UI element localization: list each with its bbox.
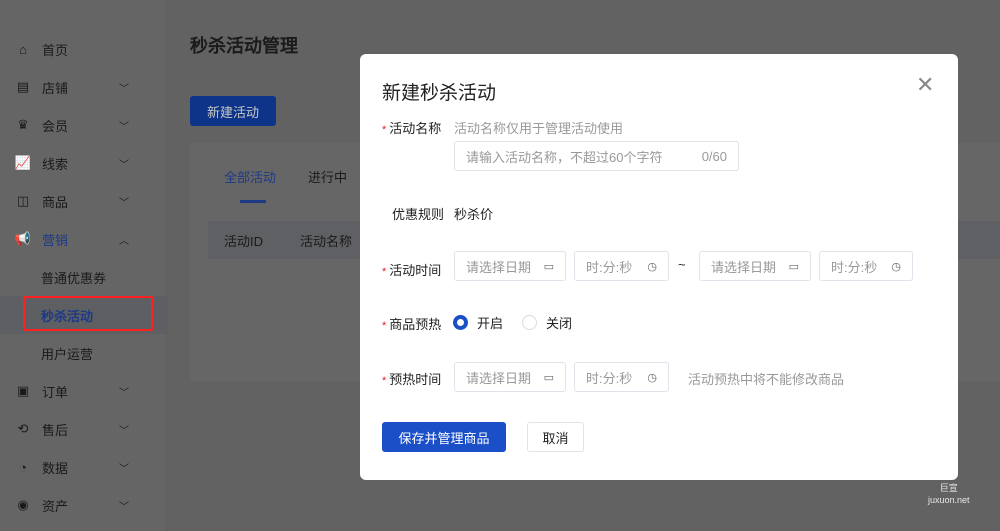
clock-icon: ◷ <box>647 260 657 273</box>
save-and-manage-button[interactable]: 保存并管理商品 <box>382 422 506 452</box>
chevron-up-icon: ︿ <box>119 235 129 247</box>
calendar-icon: ▭ <box>543 371 554 384</box>
activity-name-hint: 活动名称仅用于管理活动使用 <box>454 121 624 136</box>
new-flash-sale-dialog: 新建秒杀活动 ✕ *活动名称 活动名称仅用于管理活动使用 请输入活动名称，不超过… <box>360 54 958 480</box>
preheat-off-radio[interactable]: 关闭 <box>522 313 572 332</box>
order-icon: ▣ <box>16 383 30 398</box>
chevron-down-icon: ﹀ <box>119 83 129 95</box>
column-header: 活动名称 <box>300 233 353 249</box>
megaphone-icon: 📢 <box>14 231 32 246</box>
tab-all[interactable]: 全部活动 <box>224 170 277 185</box>
sidebar-item-leads[interactable]: 📈线索﹀ <box>14 155 129 172</box>
cancel-button[interactable]: 取消 <box>527 422 584 452</box>
preheat-time-picker[interactable]: 时:分:秒◷ <box>574 362 669 392</box>
sidebar-item-marketing[interactable]: 📢营销︿ <box>14 231 129 248</box>
dialog-title: 新建秒杀活动 <box>382 83 497 104</box>
clock-icon: ◷ <box>647 371 657 384</box>
asset-icon: ◉ <box>17 497 29 512</box>
sidebar-item-store[interactable]: ▤店铺﹀ <box>16 79 129 96</box>
clock-icon: ◷ <box>891 260 901 273</box>
activity-name-label: *活动名称 <box>382 121 442 136</box>
sidebar-item-data[interactable]: ◔数据﹀ <box>0 448 166 486</box>
preheat-time-label: *预热时间 <box>382 372 442 387</box>
page-title: 秒杀活动管理 <box>190 36 298 56</box>
activity-time-label: *活动时间 <box>382 263 442 278</box>
sidebar: ⌂首页 ▤店铺﹀ ♛会员﹀ 📈线索﹀ ◫商品﹀ 📢营销︿ 普通优惠券 秒杀活动 … <box>0 0 167 531</box>
start-date-picker[interactable]: 请选择日期▭ <box>454 251 566 281</box>
end-time-picker[interactable]: 时:分:秒◷ <box>819 251 913 281</box>
sidebar-item-order[interactable]: ▣订单﹀ <box>16 383 129 400</box>
chevron-down-icon: ﹀ <box>119 463 129 475</box>
sidebar-subitem-user-ops[interactable]: 用户运营 <box>41 346 94 362</box>
preheat-label: *商品预热 <box>382 317 442 332</box>
chart-icon: 📈 <box>14 155 32 170</box>
sidebar-item-aftersale[interactable]: ⟲售后﹀ <box>0 410 166 448</box>
preheat-date-picker[interactable]: 请选择日期▭ <box>454 362 566 392</box>
calendar-icon: ▭ <box>788 260 799 273</box>
chevron-down-icon: ﹀ <box>119 501 129 513</box>
chevron-down-icon: ﹀ <box>119 159 129 171</box>
calendar-icon: ▭ <box>543 260 554 273</box>
sidebar-item-asset[interactable]: ◉资产﹀ <box>0 486 166 524</box>
start-time-picker[interactable]: 时:分:秒◷ <box>574 251 669 281</box>
close-icon[interactable]: ✕ <box>916 72 935 97</box>
column-header: 活动ID <box>224 233 264 249</box>
end-date-picker[interactable]: 请选择日期▭ <box>699 251 811 281</box>
preheat-on-radio[interactable]: 开启 <box>453 313 503 332</box>
chevron-down-icon: ﹀ <box>119 197 129 209</box>
sidebar-item-member[interactable]: ♛会员﹀ <box>0 106 166 144</box>
chevron-down-icon: ﹀ <box>119 121 129 133</box>
aftersale-icon: ⟲ <box>17 421 29 436</box>
chevron-down-icon: ﹀ <box>119 425 129 437</box>
preheat-hint: 活动预热中将不能修改商品 <box>688 372 845 387</box>
pie-icon: ◔ <box>19 459 27 475</box>
sidebar-item-home[interactable]: ⌂首页 <box>0 30 166 68</box>
range-separator: ~ <box>678 257 686 272</box>
tab-indicator <box>240 200 266 203</box>
tab-ongoing[interactable]: 进行中 <box>308 170 348 185</box>
new-activity-button[interactable]: 新建活动 <box>190 96 276 126</box>
sidebar-item-product[interactable]: ◫商品﹀ <box>16 193 129 210</box>
discount-rule-label: 优惠规则 <box>392 207 445 222</box>
discount-rule-value: 秒杀价 <box>454 207 494 222</box>
sidebar-subitem-coupon[interactable]: 普通优惠券 <box>41 270 107 286</box>
char-counter: 0/60 <box>701 148 727 164</box>
chevron-down-icon: ﹀ <box>119 387 129 399</box>
crown-icon: ♛ <box>17 117 29 132</box>
product-icon: ◫ <box>16 193 30 208</box>
store-icon: ▤ <box>16 79 30 94</box>
home-icon: ⌂ <box>19 41 27 57</box>
sidebar-subitem-flash-sale[interactable]: 秒杀活动 <box>0 296 166 334</box>
